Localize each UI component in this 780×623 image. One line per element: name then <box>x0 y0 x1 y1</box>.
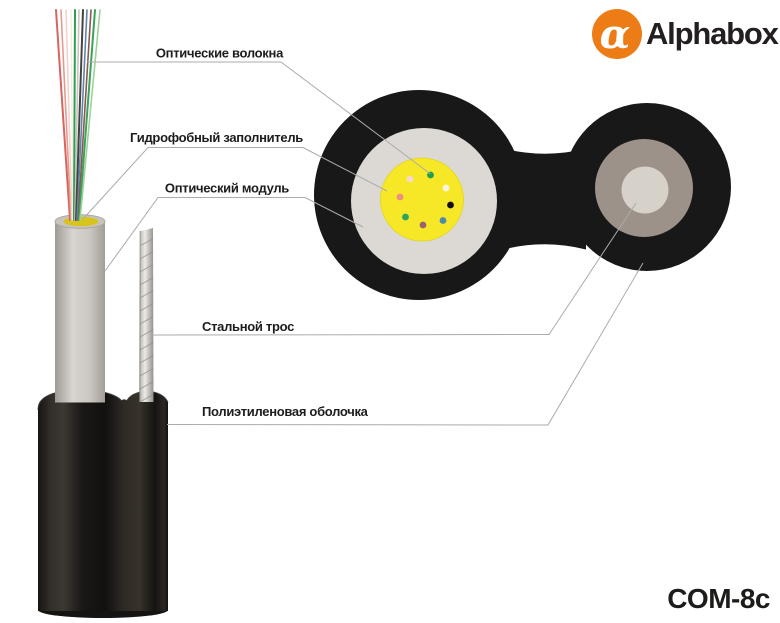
fiber-strand <box>73 9 76 221</box>
fiber-strand <box>70 9 74 221</box>
wire-twist-line <box>139 392 154 402</box>
fiber-strand <box>77 9 92 221</box>
wire-twist-line <box>139 353 154 365</box>
product-code: COM-8c <box>667 583 770 614</box>
wire-twist-line <box>139 327 154 339</box>
tube-gel-top <box>63 216 99 227</box>
fiber-strand <box>74 9 80 221</box>
wire-twist-line <box>139 366 154 378</box>
fiber-strand <box>55 9 71 221</box>
logo-alpha-glyph: α <box>600 11 631 58</box>
hydrophobic-gel-core <box>380 157 464 242</box>
leader-optical-module <box>104 197 364 272</box>
steel-wire-shape <box>139 228 154 402</box>
cross-section <box>314 90 731 300</box>
callout-labels: Оптические волокна Гидрофобный заполните… <box>130 46 369 420</box>
steel-wire-twist-texture <box>139 236 154 402</box>
leader-optical-fibers <box>87 61 431 175</box>
wire-twist-line <box>139 301 154 313</box>
optical-fibers-strands <box>55 9 101 221</box>
fiber-dot <box>442 184 450 192</box>
steel-wire-3d <box>139 228 154 403</box>
label-steel-wire: Стальной трос <box>202 319 294 334</box>
wire-twist-line <box>139 314 154 326</box>
wire-twist-line <box>139 340 154 352</box>
brand-logo: α Alphabox <box>592 9 780 59</box>
fiber-strand <box>60 9 72 221</box>
leader-steel-wire <box>149 202 637 336</box>
wire-twist-line <box>139 249 154 261</box>
fiber-strand <box>76 9 88 221</box>
fiber-dots <box>396 171 454 229</box>
leader-hydrophobic-filler <box>82 147 388 220</box>
logo-circle <box>592 9 642 59</box>
brand-name: Alphabox <box>646 16 780 51</box>
label-optical-fibers: Оптические волокна <box>156 46 284 61</box>
label-hydrophobic-filler: Гидрофобный заполнитель <box>130 130 303 145</box>
fiber-dot <box>396 193 404 201</box>
fiber-dot <box>406 175 414 183</box>
wire-twist-line <box>139 275 154 287</box>
label-optical-module: Оптический модуль <box>165 181 289 196</box>
fiber-dot <box>439 217 447 224</box>
fiber-strand <box>79 9 101 221</box>
leader-lines <box>82 61 644 426</box>
fiber-dot <box>419 221 427 229</box>
tube-body <box>55 221 105 403</box>
fiber-dot <box>402 213 409 221</box>
cable-body <box>37 389 169 618</box>
fiber-strand <box>65 9 73 221</box>
steel-wire-core <box>621 166 669 214</box>
wire-twist-line <box>139 262 154 274</box>
label-pe-jacket: Полиэтиленовая оболочка <box>202 404 369 419</box>
fiber-strand <box>75 9 84 221</box>
optical-module-tube <box>54 214 106 403</box>
cable-3d-illustration <box>37 9 169 618</box>
wire-twist-line <box>139 288 154 300</box>
cable-body-shape <box>38 390 168 611</box>
fiber-dot <box>447 201 454 209</box>
leader-pe-jacket <box>166 262 644 426</box>
wire-twist-line <box>139 379 154 391</box>
fiber-strand <box>78 9 96 221</box>
wire-twist-line <box>139 236 154 248</box>
